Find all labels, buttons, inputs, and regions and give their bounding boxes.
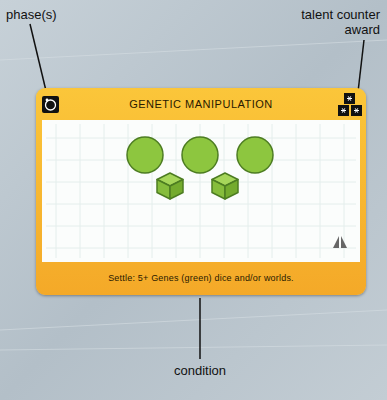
panel-texture — [46, 124, 356, 258]
card-panel — [42, 120, 360, 262]
card: GENETIC MANIPULATION Settle: 5+ Genes (gr… — [36, 88, 366, 295]
phase-icon — [42, 96, 59, 113]
card-condition: Settle: 5+ Genes (green) dice and/or wor… — [66, 270, 336, 286]
leader-line — [358, 40, 364, 92]
gene-world — [127, 137, 163, 173]
callout-label: condition — [143, 363, 257, 378]
callout-label: phase(s) — [6, 7, 86, 22]
gene-world — [182, 137, 218, 173]
leader-lines — [30, 24, 364, 359]
card-art — [36, 88, 366, 295]
gene-die — [157, 173, 183, 199]
streaks — [0, 40, 387, 350]
card-title: GENETIC MANIPULATION — [66, 96, 336, 112]
gene-die — [212, 173, 238, 199]
leader-line — [199, 298, 201, 359]
leader-line — [30, 24, 47, 95]
talent-counter-icon — [338, 93, 362, 116]
callout-label: talent counter award — [280, 7, 380, 37]
set-symbol — [333, 236, 347, 248]
gene-world — [237, 137, 273, 173]
